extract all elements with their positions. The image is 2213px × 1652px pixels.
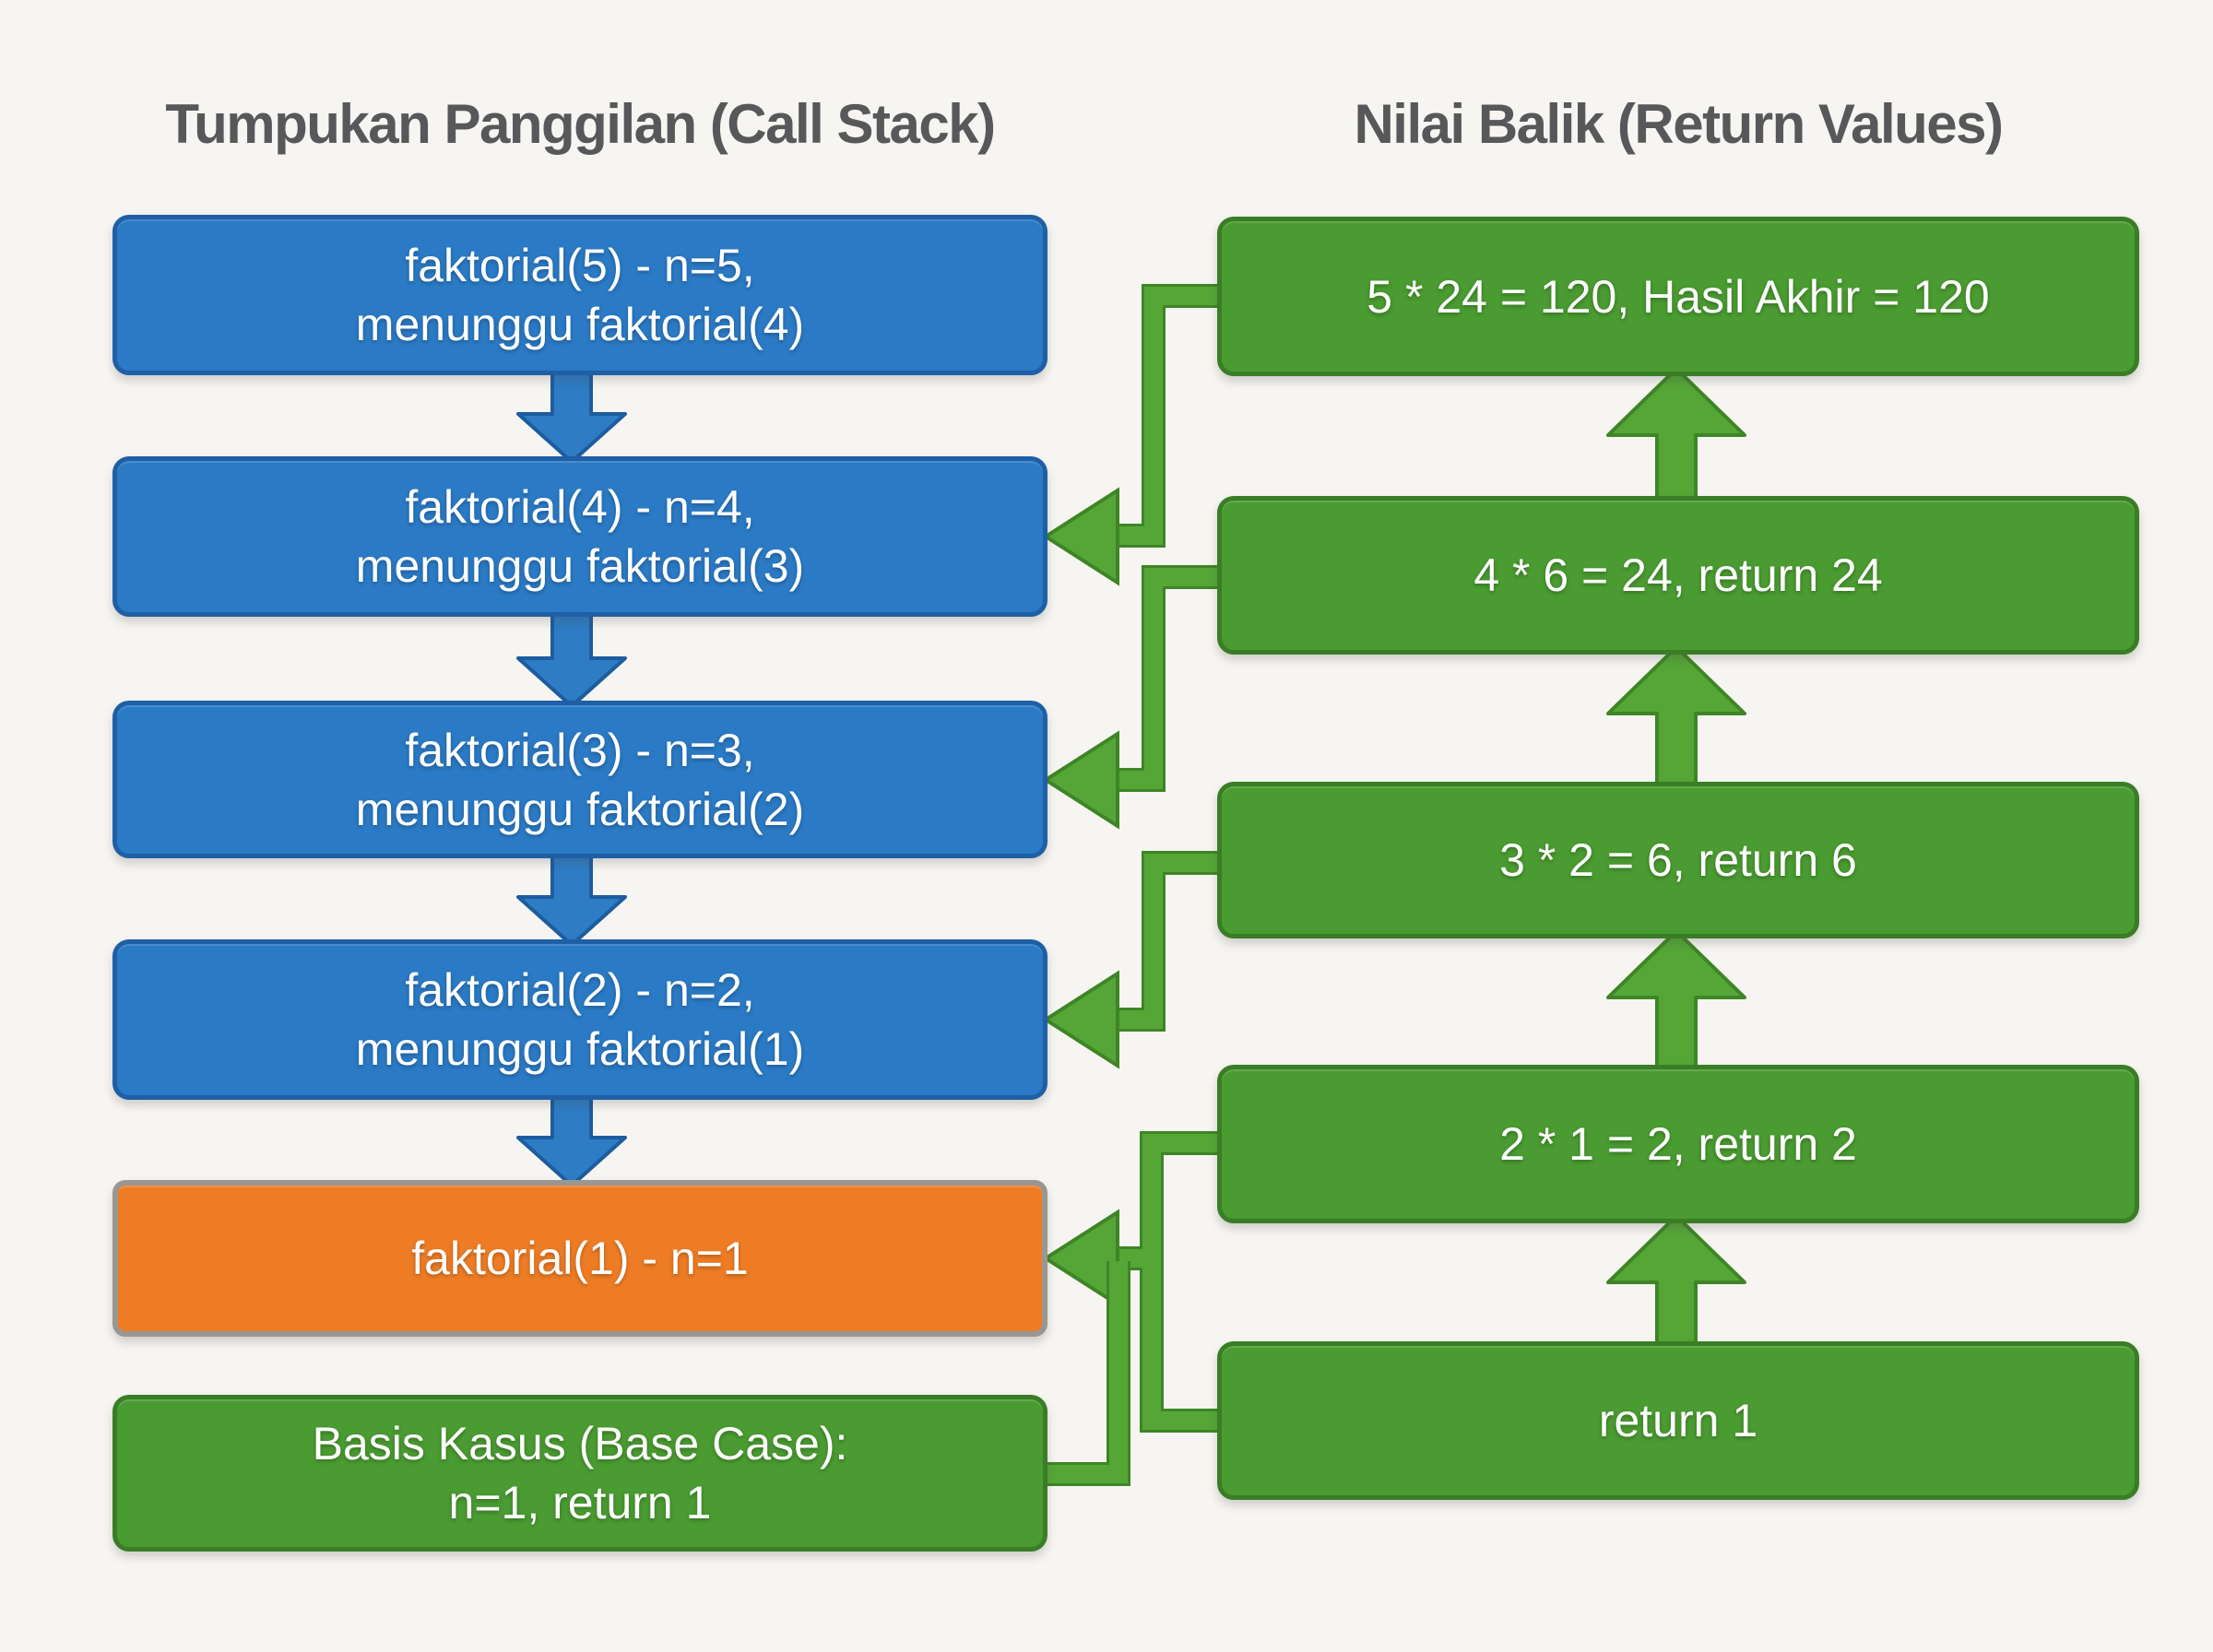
box-faktorial-4: faktorial(4) - n=4, menunggu faktorial(3… [112, 456, 1047, 617]
box-faktorial-3-line1: faktorial(3) - n=3, [405, 724, 755, 776]
box-faktorial-1-line1: faktorial(1) - n=1 [411, 1233, 749, 1284]
connector-basecase-junction-fill [1038, 1261, 1128, 1483]
box-return-24-line1: 4 * 6 = 24, return 24 [1473, 549, 1883, 601]
connector-return6-to-faktorial2-fill [1114, 854, 1228, 1029]
connector-arrowhead-faktorial2 [1042, 970, 1119, 1069]
return-arrow-up-4 [1606, 1214, 1746, 1351]
box-return-6: 3 * 2 = 6, return 6 [1217, 782, 2139, 938]
connector-return24-to-faktorial3 [1114, 565, 1228, 792]
box-base-case: Basis Kasus (Base Case): n=1, return 1 [112, 1395, 1047, 1552]
connector-return2-return1-to-faktorial1-fill [1114, 1134, 1228, 1430]
box-faktorial-2-line2: menunggu faktorial(1) [355, 1023, 805, 1075]
box-faktorial-5-line2: menunggu faktorial(4) [355, 299, 805, 350]
connector-return120-to-faktorial4-fill [1114, 287, 1228, 545]
call-arrow-down-3 [516, 851, 627, 947]
box-faktorial-1-base: faktorial(1) - n=1 [112, 1180, 1047, 1337]
box-faktorial-4-line1: faktorial(4) - n=4, [405, 481, 755, 533]
box-faktorial-3-line2: menunggu faktorial(2) [355, 783, 805, 835]
box-return-1-line1: return 1 [1598, 1395, 1758, 1446]
return-values-title: Nilai Balik (Return Values) [1354, 93, 2004, 155]
connector-return120-to-faktorial4 [1114, 284, 1228, 548]
box-return-1: return 1 [1217, 1341, 2139, 1500]
box-return-2: 2 * 1 = 2, return 2 [1217, 1065, 2139, 1223]
return-arrow-up-2 [1606, 645, 1746, 791]
box-faktorial-5-line1: faktorial(5) - n=5, [405, 240, 755, 291]
connector-return2-return1-to-faktorial1 [1114, 1131, 1228, 1433]
box-return-24: 4 * 6 = 24, return 24 [1217, 496, 2139, 655]
box-return-2-line1: 2 * 1 = 2, return 2 [1499, 1118, 1857, 1170]
call-arrow-down-2 [516, 609, 627, 708]
box-faktorial-4-line2: menunggu faktorial(3) [355, 540, 805, 592]
box-base-case-line2: n=1, return 1 [448, 1477, 712, 1528]
return-arrow-up-1 [1606, 367, 1746, 505]
box-return-120-line1: 5 * 24 = 120, Hasil Akhir = 120 [1367, 270, 1990, 323]
connector-arrowhead-faktorial3 [1042, 730, 1119, 830]
box-faktorial-3: faktorial(3) - n=3, menunggu faktorial(2… [112, 701, 1047, 858]
box-return-120: 5 * 24 = 120, Hasil Akhir = 120 [1217, 217, 2139, 376]
return-arrow-up-3 [1606, 929, 1746, 1074]
call-arrow-down-1 [516, 368, 627, 464]
call-stack-title: Tumpukan Panggilan (Call Stack) [165, 93, 996, 155]
box-faktorial-5: faktorial(5) - n=5, menunggu faktorial(4… [112, 215, 1047, 375]
box-faktorial-2-line1: faktorial(2) - n=2, [405, 964, 755, 1016]
connector-return6-to-faktorial2 [1114, 851, 1228, 1032]
call-arrow-down-4 [516, 1092, 627, 1187]
box-faktorial-2: faktorial(2) - n=2, menunggu faktorial(1… [112, 939, 1047, 1100]
box-base-case-line1: Basis Kasus (Base Case): [312, 1418, 848, 1469]
connector-arrowhead-faktorial1 [1042, 1209, 1119, 1308]
connector-arrowhead-faktorial4 [1042, 487, 1119, 586]
box-return-6-line1: 3 * 2 = 6, return 6 [1499, 834, 1857, 886]
connector-return24-to-faktorial3-fill [1114, 568, 1228, 789]
